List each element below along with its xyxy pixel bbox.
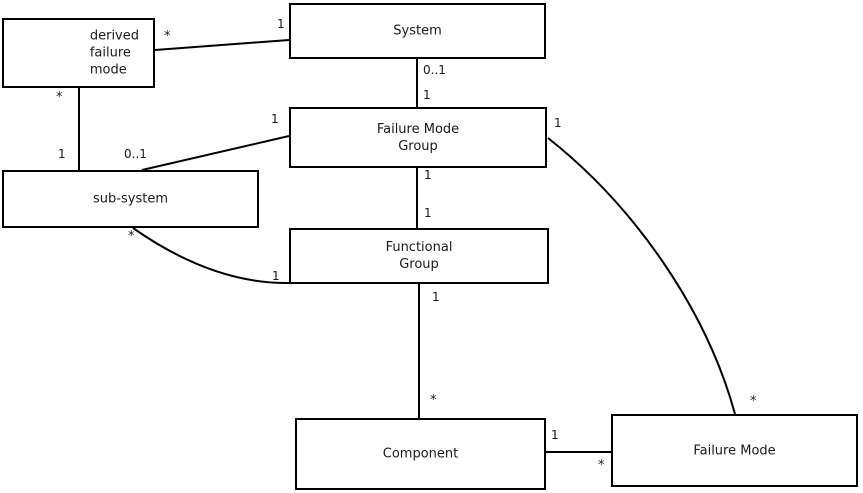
- class-name-failure-mode: Failure Mode: [693, 443, 776, 458]
- class-name-sub-system: sub-system: [93, 191, 168, 207]
- multiplicity-functional-group-from-failure-mode-group: 1: [424, 206, 432, 220]
- association-sub-system--functional-group: [132, 227, 292, 285]
- association-sub-system--failure-mode-group: [141, 135, 290, 171]
- multiplicity-failure-mode-from-failure-mode-group: *: [750, 394, 757, 409]
- multiplicity-failure-mode-from-component: *: [598, 458, 605, 473]
- multiplicity-functional-group-from-sub-system: 1: [272, 269, 280, 283]
- class-box-derived-failure-mode[interactable]: derived failure mode: [2, 18, 155, 88]
- class-name-system: System: [393, 23, 442, 39]
- association-failure-mode-group--failure-mode: [547, 137, 736, 415]
- multiplicity-failure-mode-group-to-failure-mode: 1: [554, 116, 562, 130]
- class-box-failure-mode[interactable]: Failure Mode: [611, 414, 858, 487]
- class-box-failure-mode-group[interactable]: Failure Mode Group: [289, 107, 547, 168]
- multiplicity-failure-mode-group-from-sub-system: 1: [271, 112, 279, 126]
- multiplicity-component-from-functional-group: *: [430, 393, 437, 408]
- multiplicity-failure-mode-group-to-functional-group: 1: [424, 168, 432, 182]
- class-name-derived-failure-mode: derived failure mode: [89, 28, 139, 78]
- multiplicity-system-to-failure-mode-group: 0..1: [423, 63, 446, 77]
- class-box-sub-system[interactable]: sub-system: [2, 170, 259, 228]
- class-box-functional-group[interactable]: Functional Group: [289, 228, 549, 284]
- multiplicity-sub-system-from-derived-failure-mode: 1: [58, 147, 66, 161]
- association-derived-failure-mode--system: [154, 39, 290, 51]
- multiplicity-derived-failure-mode-to-system: *: [164, 29, 171, 44]
- multiplicity-failure-mode-group-from-system: 1: [423, 88, 431, 102]
- multiplicity-component-to-failure-mode: 1: [551, 428, 559, 442]
- class-box-component[interactable]: Component: [295, 418, 546, 490]
- multiplicity-derived-failure-mode-to-sub-system: *: [56, 90, 63, 105]
- class-box-system[interactable]: System: [289, 3, 546, 59]
- class-name-functional-group: Functional Group: [385, 240, 453, 272]
- multiplicity-sub-system-to-failure-mode-group: 0..1: [124, 147, 147, 161]
- class-name-component: Component: [382, 446, 459, 462]
- class-name-failure-mode-group: Failure Mode Group: [376, 121, 460, 154]
- multiplicity-system-from-derived-failure-mode: 1: [277, 17, 285, 31]
- multiplicity-functional-group-to-component: 1: [432, 290, 440, 304]
- multiplicity-sub-system-to-functional-group: *: [128, 229, 135, 244]
